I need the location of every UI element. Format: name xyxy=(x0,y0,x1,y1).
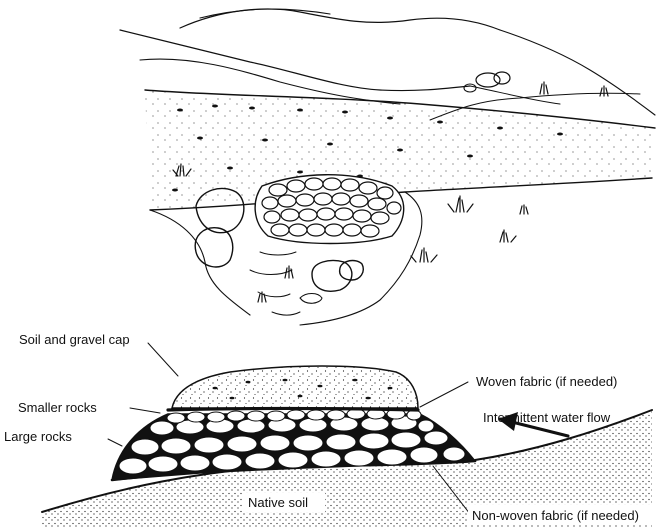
cross-section-diagram: Soil and gravel cap Smaller rocks Large … xyxy=(4,332,664,527)
label-native-soil: Native soil xyxy=(248,495,308,510)
label-native-soil-box: Native soil xyxy=(243,493,325,512)
soil-gravel-cap xyxy=(172,366,418,408)
landscape-sketch xyxy=(120,9,655,325)
label-smaller-rocks: Smaller rocks xyxy=(18,400,97,415)
label-soil-gravel-cap: Soil and gravel cap xyxy=(19,332,130,347)
label-water-flow: Intermittent water flow xyxy=(483,410,611,425)
label-nonwoven-fabric-box: Non-woven fabric (if needed) xyxy=(468,505,664,525)
ford-rock-pile xyxy=(255,175,404,244)
label-large-rocks: Large rocks xyxy=(4,429,72,444)
label-nonwoven-fabric: Non-woven fabric (if needed) xyxy=(472,508,639,523)
label-woven-fabric: Woven fabric (if needed) xyxy=(476,374,617,389)
